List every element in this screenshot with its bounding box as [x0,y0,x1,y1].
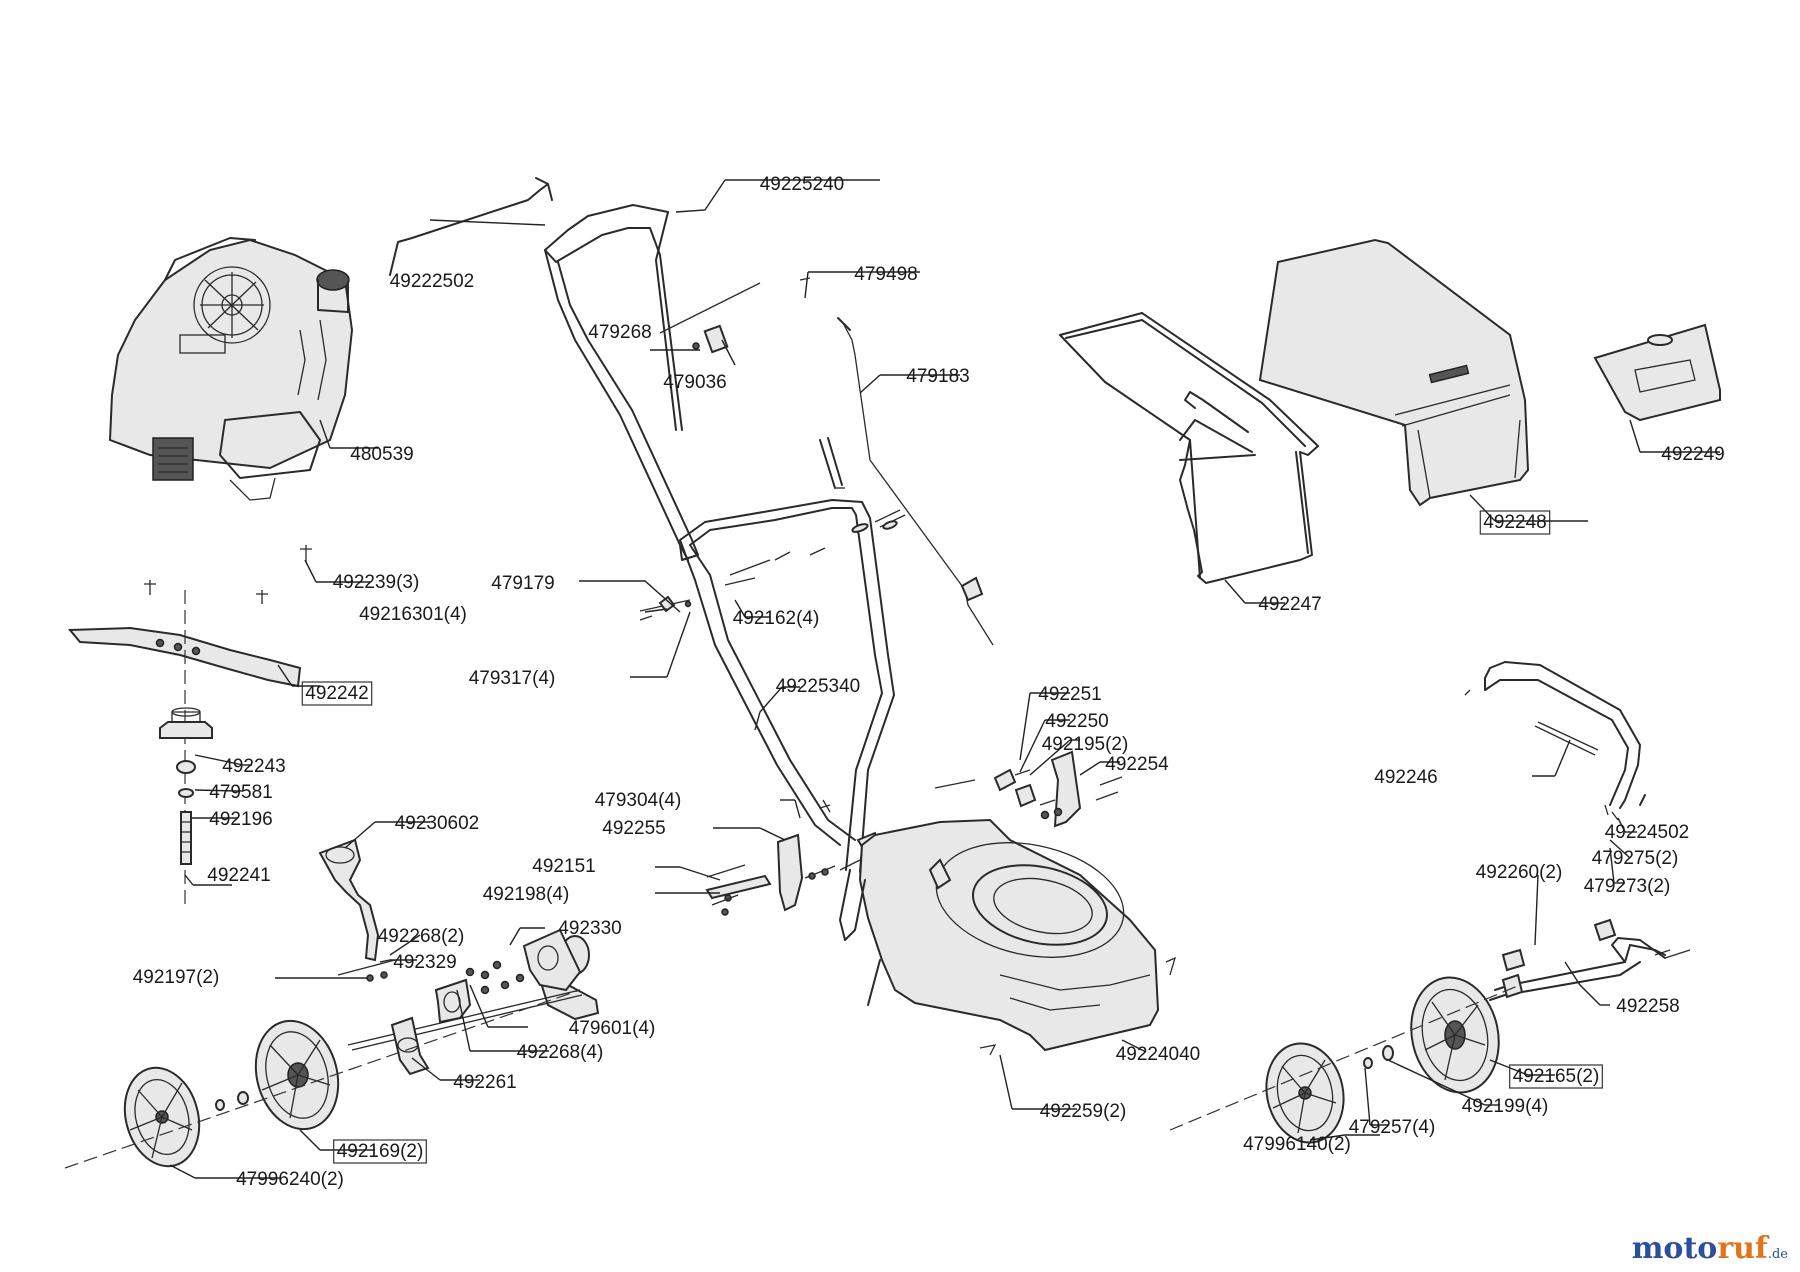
part-label-492248: 492248 [1483,512,1546,533]
part-label-492199-4: 492199(4) [1462,1096,1549,1117]
mulch-plug-drawing [1593,323,1721,422]
part-label-492254: 492254 [1105,754,1169,775]
leader-lines [169,179,1720,1179]
part-label-480539: 480539 [350,444,413,465]
part-label-479183: 479183 [906,366,969,387]
rope-guide-drawing [318,838,380,962]
part-label-49216301-4: 49216301(4) [359,604,467,625]
part-label-492196: 492196 [209,809,272,830]
part-label-479304-4: 479304(4) [595,790,682,811]
part-label-49224502: 49224502 [1605,822,1690,843]
part-label-479036: 479036 [663,372,726,393]
part-label-49222502: 49222502 [390,271,475,292]
part-label-49230602: 49230602 [395,813,480,834]
part-label-492195-2: 492195(2) [1042,734,1129,755]
watermark-brand-a: moto [1631,1231,1718,1266]
right-rear-wheel-drawing [1410,976,1500,1094]
left-rear-wheel-drawing [254,1019,340,1131]
part-label-492250: 492250 [1045,711,1108,732]
label-box [333,1139,427,1164]
motoruf-watermark: motoruf.de [1632,1231,1788,1266]
part-label-49225240: 49225240 [760,174,845,195]
part-label-492255: 492255 [602,818,665,839]
part-label-479581: 479581 [209,782,272,803]
part-label-492261: 492261 [453,1072,516,1093]
throttle-rod-drawing [389,183,549,276]
watermark-suffix: .de [1767,1247,1788,1262]
right-front-wheel-drawing [1265,1042,1345,1144]
part-label-49224040: 49224040 [1116,1044,1201,1065]
part-label-492258: 492258 [1616,996,1679,1017]
bracket-left-drawing [776,833,804,912]
bracket-right-drawing [1050,750,1082,828]
label-box [1509,1064,1603,1089]
part-label-492151: 492151 [532,856,595,877]
part-label-492242: 492242 [305,683,368,704]
part-label-479273-2: 479273(2) [1584,876,1671,897]
grassbag-drawing [1258,238,1530,507]
part-label-479179: 479179 [491,573,554,594]
part-label-479317-4: 479317(4) [469,668,556,689]
blade-drawing [67,545,312,905]
part-label-479498: 479498 [854,264,917,285]
part-label-492268-4: 492268(4) [517,1042,604,1063]
part-label-47996240-2: 47996240(2) [236,1169,344,1190]
part-label-492247: 492247 [1258,594,1321,615]
label-box [1479,510,1551,535]
part-label-492169-2: 492169(2) [337,1141,424,1162]
label-box [301,681,373,706]
part-label-492251: 492251 [1038,684,1101,705]
part-label-492246: 492246 [1374,767,1437,788]
part-label-479257-4: 479257(4) [1349,1117,1436,1138]
part-label-47996140-2: 47996140(2) [1243,1134,1351,1155]
part-number-labels: 49225240 49222502 479498 479268 479036 479183… [133,174,1725,1190]
part-label-492241: 492241 [207,865,270,886]
rear-lever-drawing [1464,661,1646,821]
deck-drawing [839,818,1177,1052]
part-label-492243: 492243 [222,756,285,777]
part-label-479268: 479268 [588,322,651,343]
part-label-492165-2: 492165(2) [1513,1066,1600,1087]
left-front-wheel-drawing [123,1066,201,1168]
part-label-479601-4: 479601(4) [569,1018,656,1039]
part-label-492162-4: 492162(4) [733,608,820,629]
part-label-492330: 492330 [558,918,621,939]
engine-drawing [108,237,354,501]
lower-handle-drawing [679,499,906,873]
part-label-492268-2: 492268(2) [378,926,465,947]
grassbag-frame-drawing [1059,312,1319,584]
cable-drawing [842,322,994,646]
part-label-492260-2: 492260(2) [1476,862,1563,883]
part-label-492249: 492249 [1661,444,1724,465]
part-label-492259-2: 492259(2) [1040,1101,1127,1122]
part-label-492197-2: 492197(2) [133,967,220,988]
part-label-479275-2: 479275(2) [1592,848,1679,869]
knob-drawing [703,324,729,354]
part-label-49225340: 49225340 [776,676,861,697]
part-label-492198-4: 492198(4) [483,884,570,905]
right-axle-drawing [1489,918,1691,1001]
part-label-492329: 492329 [393,952,456,973]
watermark-brand-b: ruf [1717,1231,1768,1266]
part-label-492239-3: 492239(3) [333,572,420,593]
